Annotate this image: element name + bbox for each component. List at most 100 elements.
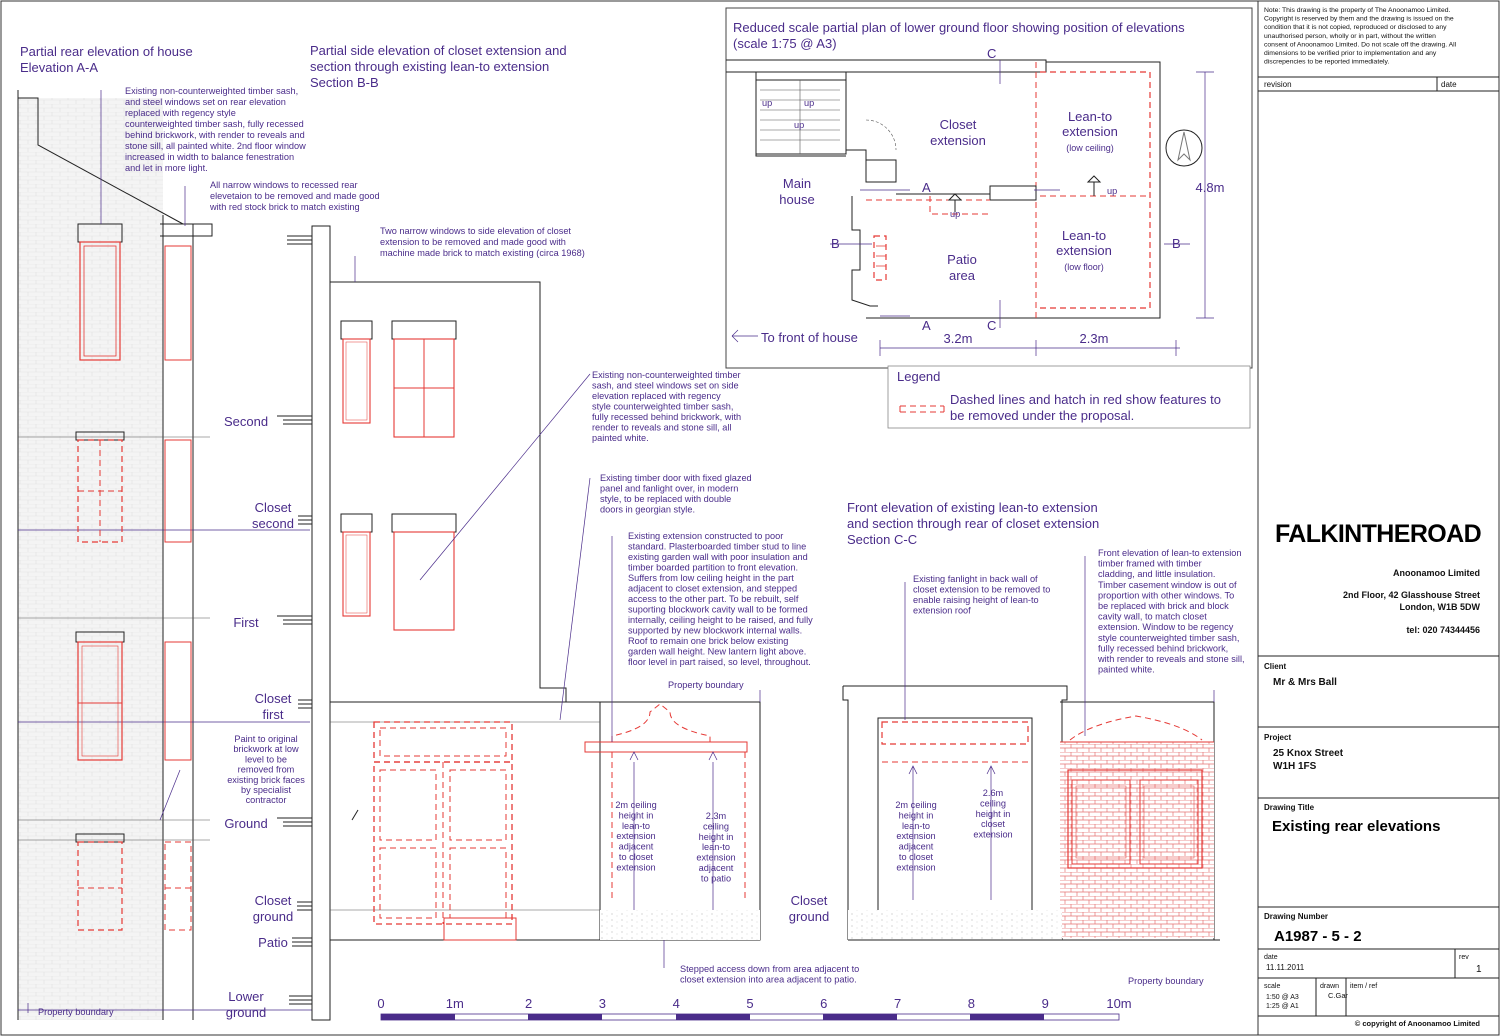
text-line: to closet xyxy=(899,852,934,862)
text-line: Dashed lines and hatch in red show featu… xyxy=(950,392,1221,407)
text-line: extension xyxy=(1062,124,1118,139)
text-line: painted white. xyxy=(592,433,649,443)
text-line: Closet xyxy=(791,893,828,908)
date-label: date xyxy=(1264,954,1278,961)
rev-label: rev xyxy=(1459,954,1469,961)
scale-tick-label: 6 xyxy=(820,996,827,1011)
project-label: Project xyxy=(1264,733,1291,742)
svg-text:Front elevation of existing le: Front elevation of existing lean-to exte… xyxy=(847,500,1098,515)
text-line: extension xyxy=(616,862,655,872)
text-line: extension xyxy=(973,830,1012,840)
text-line: extension xyxy=(1056,243,1112,258)
text-line: with render to reveals and stone sill, xyxy=(1097,654,1245,664)
svg-text:Elevation A-A: Elevation A-A xyxy=(20,60,98,75)
plan-mark-c-bottom: C xyxy=(987,318,996,333)
scale-tick-label: 2 xyxy=(525,996,532,1011)
scale-tick-label: 7 xyxy=(894,996,901,1011)
legend-box xyxy=(887,365,1251,429)
scale-label: scale xyxy=(1264,983,1280,990)
text-line: lean-to xyxy=(622,821,650,831)
text-line: Existing timber door with fixed glazed xyxy=(600,473,752,483)
text-line: consent of Anoonamoo Limited. Do not sca… xyxy=(1264,41,1457,48)
text-line: height in xyxy=(899,810,934,820)
plan-up-2: up xyxy=(794,120,804,130)
text-line: height in xyxy=(699,832,734,842)
property-boundary-label-2: Property boundary xyxy=(668,680,744,690)
text-line: area xyxy=(949,268,976,283)
scale-values: 1:50 @ A3 1:25 @ A1 xyxy=(1266,994,1299,1010)
legend-text: Dashed lines and hatch in red show featu… xyxy=(950,392,1221,423)
plan-up-1: up xyxy=(762,98,772,108)
text-line: Main xyxy=(783,176,811,191)
text-line: closet extension to be removed to xyxy=(913,585,1050,595)
text-line: adjacent xyxy=(899,842,934,852)
text-line: extension xyxy=(616,831,655,841)
text-line: painted white. xyxy=(1098,665,1155,675)
text-line: Stepped access down from area adjacent t… xyxy=(680,964,859,974)
text-line: 1:25 @ A1 xyxy=(1266,1003,1299,1010)
text-line: ceiling xyxy=(703,821,729,831)
plan-title: Reduced scale partial plan of lower grou… xyxy=(733,20,1185,51)
text-line: increased in width to balance fenestrati… xyxy=(125,152,294,162)
revision-date-label: date xyxy=(1441,80,1457,89)
text-line: replaced with regency style xyxy=(125,108,236,118)
text-line: Front elevation of lean-to extension xyxy=(1098,548,1242,558)
drawing-number-label: Drawing Number xyxy=(1264,912,1328,921)
side-elevation-title: Partial side elevation of closet extensi… xyxy=(310,43,567,90)
text-line: extension to be removed and made good wi… xyxy=(380,237,566,247)
plan-up-3: up xyxy=(804,98,814,108)
text-line: by specialist xyxy=(241,785,291,795)
text-line: second xyxy=(252,516,294,531)
text-line: timber boarded partition to front elevat… xyxy=(628,563,798,573)
text-line: height in xyxy=(976,809,1011,819)
text-line: stone sill, all painted white. 2nd floor… xyxy=(125,141,306,151)
scale-tick-label: 5 xyxy=(746,996,753,1011)
scale-tick-label: 0 xyxy=(377,996,384,1011)
text-line: Closet xyxy=(255,893,292,908)
text-line: Lean-to xyxy=(1068,109,1112,124)
text-line: access to the other part. To be rebuilt,… xyxy=(628,594,799,604)
drawing-title-label: Drawing Title xyxy=(1264,803,1315,812)
scale-tick-label: 3 xyxy=(599,996,606,1011)
text-line: Existing non-counterweighted timber xyxy=(592,370,741,380)
text-line: Timber casement window is out of xyxy=(1098,580,1237,590)
plan-mark-a-bottom: A xyxy=(922,318,931,333)
text-line: ground xyxy=(253,909,293,924)
scale-tick-label: 4 xyxy=(673,996,680,1011)
text-line: 1:50 @ A3 xyxy=(1266,994,1299,1001)
text-line: existing garden wall with poor insulatio… xyxy=(628,552,808,562)
text-line: Existing non-counterweighted timber sash… xyxy=(125,86,298,96)
text-line: lean-to xyxy=(702,842,730,852)
text-line: style counterweighted timber sash, xyxy=(1098,633,1239,643)
text-line: (low floor) xyxy=(1064,262,1104,272)
text-line: 2.3m xyxy=(706,811,727,821)
plan-up-5: up xyxy=(1107,186,1117,196)
title-block-note: Note: This drawing is the property of Th… xyxy=(1264,7,1457,66)
note-two-narrow: Two narrow windows to side elevation of … xyxy=(380,226,585,258)
text-line: garden wall height. New lantern light ab… xyxy=(628,647,806,657)
address-line-1: 2nd Floor, 42 Glasshouse Street xyxy=(1343,590,1480,600)
plan-mark-c-top: C xyxy=(987,46,996,61)
svg-text:Reduced scale partial plan of: Reduced scale partial plan of lower grou… xyxy=(733,20,1185,35)
text-line: enable raising height of lean-to xyxy=(913,595,1039,605)
text-line: condition that it is not copied, reprodu… xyxy=(1264,24,1447,31)
text-line: counterweighted timber sash, fully reces… xyxy=(125,119,304,129)
text-line: cavity wall, to match closet xyxy=(1098,612,1207,622)
svg-text:Section C-C: Section C-C xyxy=(847,532,917,547)
text-line: Existing fanlight in back wall of xyxy=(913,574,1038,584)
text-line: Closet xyxy=(940,117,977,132)
text-line: contractor xyxy=(246,795,287,805)
